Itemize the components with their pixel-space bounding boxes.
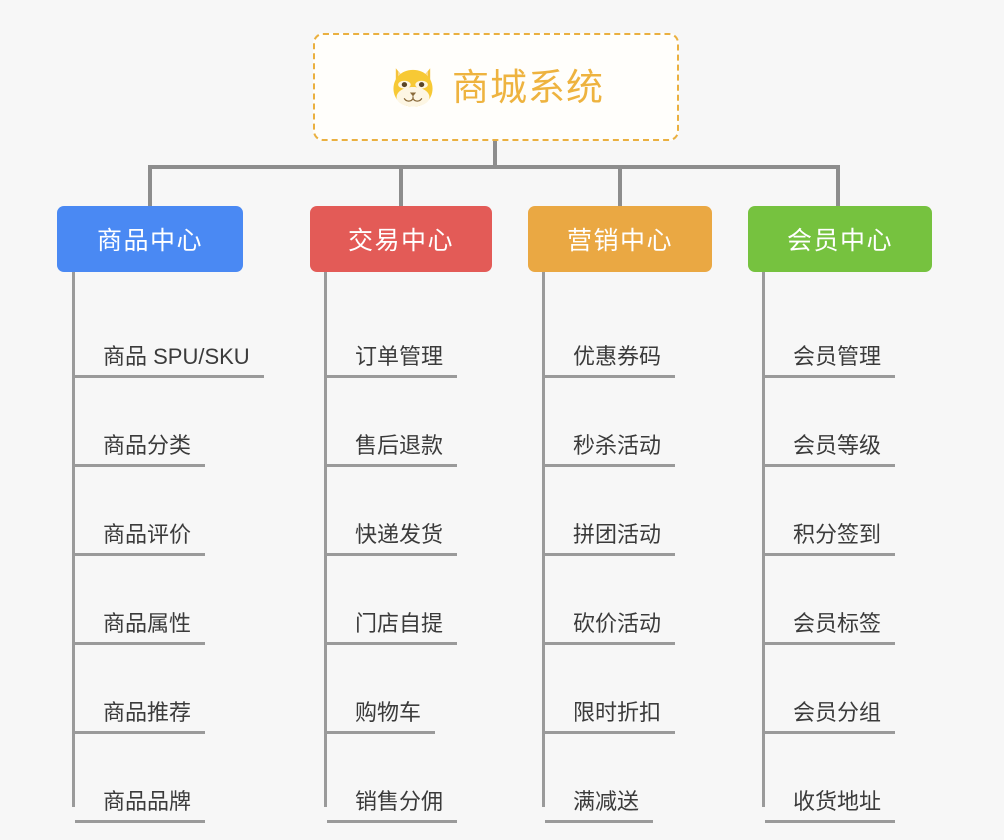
branch-spine	[762, 272, 765, 807]
leaf-label: 商品评价	[75, 522, 206, 556]
leaf-item[interactable]: 优惠券码	[545, 334, 676, 378]
root-node[interactable]: 商城系统	[313, 33, 679, 141]
leaf-label: 商品属性	[75, 611, 206, 645]
category-label: 商品中心	[96, 227, 203, 255]
leaf-item[interactable]: 购物车	[327, 690, 436, 734]
leaf-item[interactable]: 会员分组	[765, 690, 896, 734]
leaf-item[interactable]: 订单管理	[327, 334, 458, 378]
leaf-item[interactable]: 商品评价	[75, 512, 206, 556]
leaf-item[interactable]: 会员标签	[765, 601, 896, 645]
leaf-label: 满减送	[545, 789, 654, 823]
leaf-label: 会员管理	[765, 344, 896, 378]
leaf-label: 会员标签	[765, 611, 896, 645]
leaf-item[interactable]: 砍价活动	[545, 601, 676, 645]
leaf-label: 商品推荐	[75, 700, 206, 734]
leaf-item[interactable]: 商品品牌	[75, 779, 206, 823]
leaf-label: 会员分组	[765, 700, 896, 734]
leaf-item[interactable]: 商品 SPU/SKU	[75, 334, 264, 378]
leaf-label: 商品分类	[75, 433, 206, 467]
leaf-label: 会员等级	[765, 433, 896, 467]
leaf-label: 快递发货	[327, 522, 458, 556]
leaf-item[interactable]: 销售分佣	[327, 779, 458, 823]
leaf-label: 商品 SPU/SKU	[75, 344, 264, 378]
connector-drop-1	[148, 165, 152, 207]
root-title: 商城系统	[452, 66, 604, 108]
leaf-item[interactable]: 限时折扣	[545, 690, 676, 734]
leaf-item[interactable]: 快递发货	[327, 512, 458, 556]
category-label: 交易中心	[347, 227, 454, 255]
leaf-label: 门店自提	[327, 611, 458, 645]
leaf-label: 商品品牌	[75, 789, 206, 823]
category-label: 会员中心	[786, 227, 893, 255]
branch-spine	[324, 272, 327, 807]
leaf-item[interactable]: 秒杀活动	[545, 423, 676, 467]
category-label: 营销中心	[566, 227, 673, 255]
leaf-item[interactable]: 商品分类	[75, 423, 206, 467]
leaf-label: 优惠券码	[545, 344, 676, 378]
leaf-label: 销售分佣	[327, 789, 458, 823]
connector-drop-2	[399, 165, 403, 207]
leaf-item[interactable]: 收货地址	[765, 779, 896, 823]
leaf-label: 积分签到	[765, 522, 896, 556]
leaf-label: 售后退款	[327, 433, 458, 467]
category-box-4[interactable]: 会员中心	[748, 206, 932, 272]
leaf-label: 订单管理	[327, 344, 458, 378]
leaf-item[interactable]: 积分签到	[765, 512, 896, 556]
leaf-label: 砍价活动	[545, 611, 676, 645]
leaf-label: 限时折扣	[545, 700, 676, 734]
leaf-item[interactable]: 满减送	[545, 779, 654, 823]
connector-horizontal-bus	[150, 165, 840, 169]
leaf-item[interactable]: 售后退款	[327, 423, 458, 467]
leaf-label: 拼团活动	[545, 522, 676, 556]
leaf-item[interactable]: 商品推荐	[75, 690, 206, 734]
connector-drop-3	[618, 165, 622, 207]
connector-drop-4	[836, 165, 840, 207]
leaf-label: 购物车	[327, 700, 436, 734]
category-box-1[interactable]: 商品中心	[57, 206, 243, 272]
leaf-item[interactable]: 会员等级	[765, 423, 896, 467]
category-box-3[interactable]: 营销中心	[528, 206, 712, 272]
category-box-2[interactable]: 交易中心	[310, 206, 492, 272]
leaf-item[interactable]: 商品属性	[75, 601, 206, 645]
connector-root-stem	[493, 141, 497, 168]
leaf-item[interactable]: 会员管理	[765, 334, 896, 378]
leaf-item[interactable]: 拼团活动	[545, 512, 676, 556]
branch-spine	[542, 272, 545, 807]
leaf-label: 收货地址	[765, 789, 896, 823]
branch-spine	[72, 272, 75, 807]
leaf-item[interactable]: 门店自提	[327, 601, 458, 645]
shiba-dog-face-icon	[393, 68, 433, 107]
leaf-label: 秒杀活动	[545, 433, 676, 467]
